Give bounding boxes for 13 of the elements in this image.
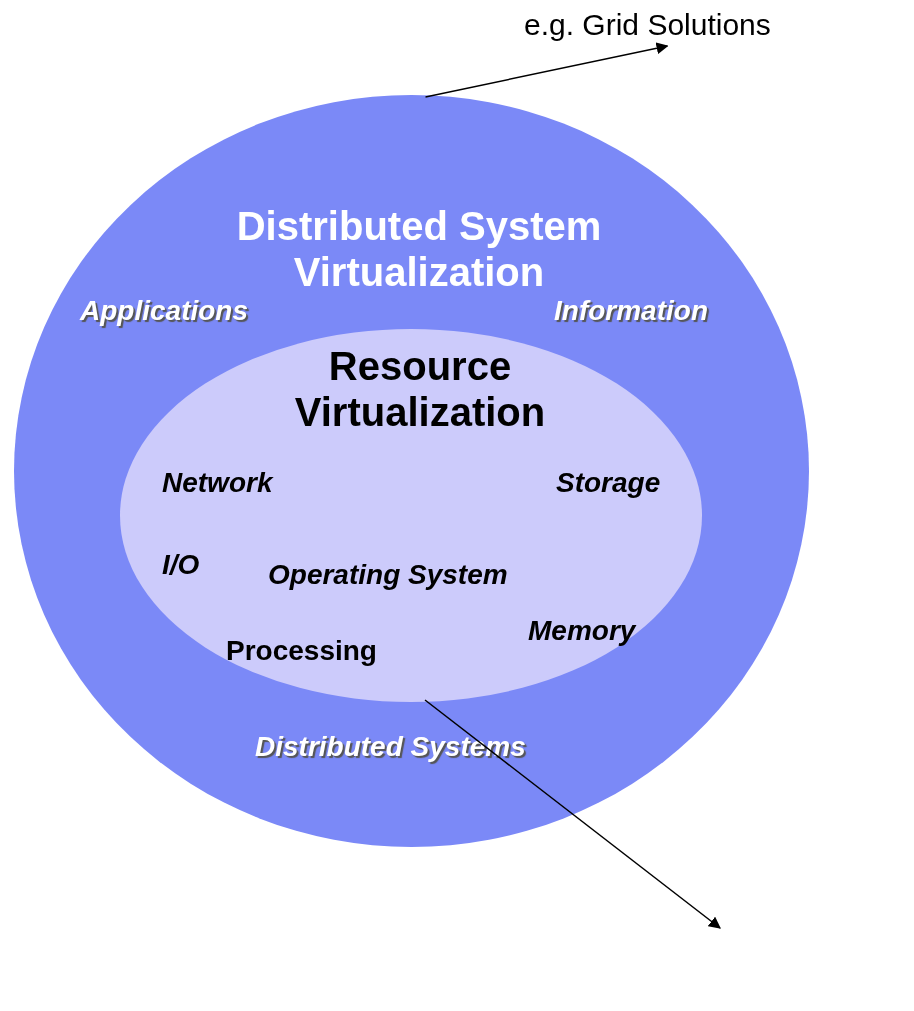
- resource-label: I/O: [162, 549, 200, 581]
- resource-label: Operating System: [268, 559, 508, 591]
- resource-label: Storage: [556, 467, 661, 499]
- resource-label: Processing: [226, 635, 377, 667]
- arrow: [424, 699, 721, 929]
- resource-label: Network: [162, 467, 273, 499]
- ellipse-title: Distributed System Virtualization: [235, 203, 603, 295]
- ellipse-title: Resource Virtualization: [293, 343, 547, 435]
- resource-label: Memory: [528, 615, 636, 647]
- example-note: e.g. Grid Solutions: [524, 8, 771, 42]
- layer-label: Applications: [80, 295, 248, 327]
- arrow: [424, 42, 669, 98]
- layer-label: Information: [554, 295, 708, 327]
